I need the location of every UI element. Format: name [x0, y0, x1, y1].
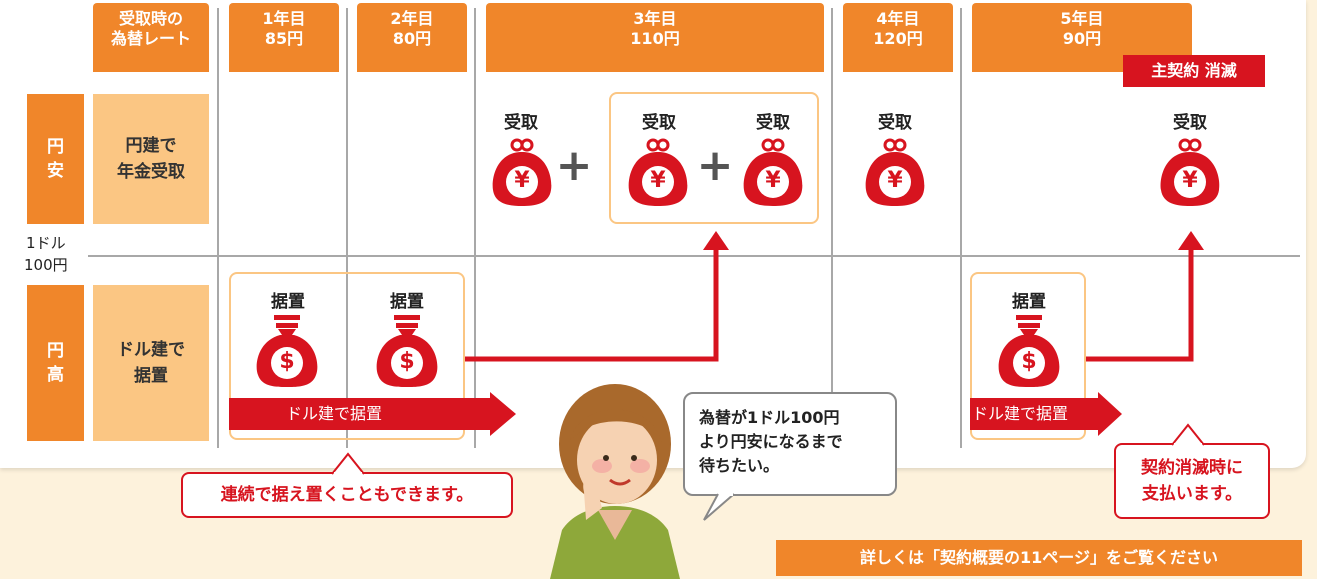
defer-arrow-label-right: ドル建で据置	[972, 404, 1069, 423]
row-label-yen-receive: 円建で 年金受取	[93, 94, 209, 224]
defer-arrow-label-left: ドル建で据置	[286, 404, 383, 423]
arrow-head-year3	[703, 231, 729, 250]
speech-bubble: 為替が1ドル100円 より円安になるまで 待ちたい。	[683, 392, 897, 496]
dollar-symbol: $	[399, 349, 415, 374]
yen-symbol: ¥	[1182, 168, 1198, 193]
dollar-moneybag-icon: $	[996, 315, 1062, 389]
header-year-4: 4年目 120円	[843, 3, 953, 72]
arrow-head-year5	[1178, 231, 1204, 250]
callout-pointer	[1171, 423, 1205, 448]
receive-label: 受取	[878, 113, 912, 133]
defer-label: 据置	[390, 292, 424, 312]
receive-label: 受取	[504, 113, 538, 133]
column-divider	[831, 8, 833, 448]
defer-arrow-band-right	[970, 392, 1122, 436]
receive-label: 受取	[1173, 113, 1207, 133]
yen-strong-label: 円 高	[27, 285, 84, 441]
plus-icon: +	[696, 140, 734, 191]
defer-label: 据置	[1012, 292, 1046, 312]
yen-symbol: ¥	[650, 168, 666, 193]
yen-symbol: ¥	[765, 168, 781, 193]
callout-pointer	[331, 452, 365, 477]
arrow-to-year3	[465, 248, 719, 362]
defer-arrow-band-left	[229, 392, 516, 436]
rate-line-100yen	[88, 255, 1300, 257]
year3-double-receive-box	[609, 92, 819, 224]
dollar-moneybag-icon: $	[254, 315, 320, 389]
yen-purse-icon: ¥	[489, 138, 555, 208]
column-divider	[960, 8, 962, 448]
defer-label: 据置	[271, 292, 305, 312]
arrow-to-year5	[1086, 248, 1194, 362]
header-year-3: 3年目 110円	[486, 3, 824, 72]
year1-2-defer-box	[229, 272, 465, 440]
yen-symbol: ¥	[887, 168, 903, 193]
header-year-1: 1年目 85円	[229, 3, 339, 72]
yen-purse-icon: ¥	[1157, 138, 1223, 208]
yen-purse-icon: ¥	[625, 138, 691, 208]
dollar-moneybag-icon: $	[374, 315, 440, 389]
main-contract-terminated-badge: 主契約 消滅	[1123, 55, 1265, 87]
column-divider	[474, 8, 476, 448]
yen-purse-icon: ¥	[740, 138, 806, 208]
dollar-symbol: $	[279, 349, 295, 374]
yen-symbol: ¥	[514, 168, 530, 193]
column-divider	[346, 8, 348, 448]
header-rate-label: 受取時の 為替レート	[93, 3, 209, 72]
header-year-2: 2年目 80円	[357, 3, 467, 72]
receive-label: 受取	[756, 113, 790, 133]
column-divider	[217, 8, 219, 448]
dollar-symbol: $	[1021, 349, 1037, 374]
woman-illustration-icon	[550, 384, 680, 579]
callout-consecutive-defer: 連続で据え置くこともできます。	[181, 472, 513, 518]
speech-bubble-tail	[703, 491, 735, 521]
plus-icon: +	[555, 140, 593, 191]
rate-marker-label: 1ドル 100円	[24, 234, 68, 274]
row-label-dollar-defer: ドル建で 据置	[93, 285, 209, 441]
yen-weak-label: 円 安	[27, 94, 84, 224]
receive-label: 受取	[642, 113, 676, 133]
details-reference-banner[interactable]: 詳しくは「契約概要の11ページ」をご覧ください	[776, 540, 1302, 576]
yen-purse-icon: ¥	[862, 138, 928, 208]
year5-defer-box	[970, 272, 1086, 440]
callout-termination-payment: 契約消滅時に 支払います。	[1114, 443, 1270, 519]
